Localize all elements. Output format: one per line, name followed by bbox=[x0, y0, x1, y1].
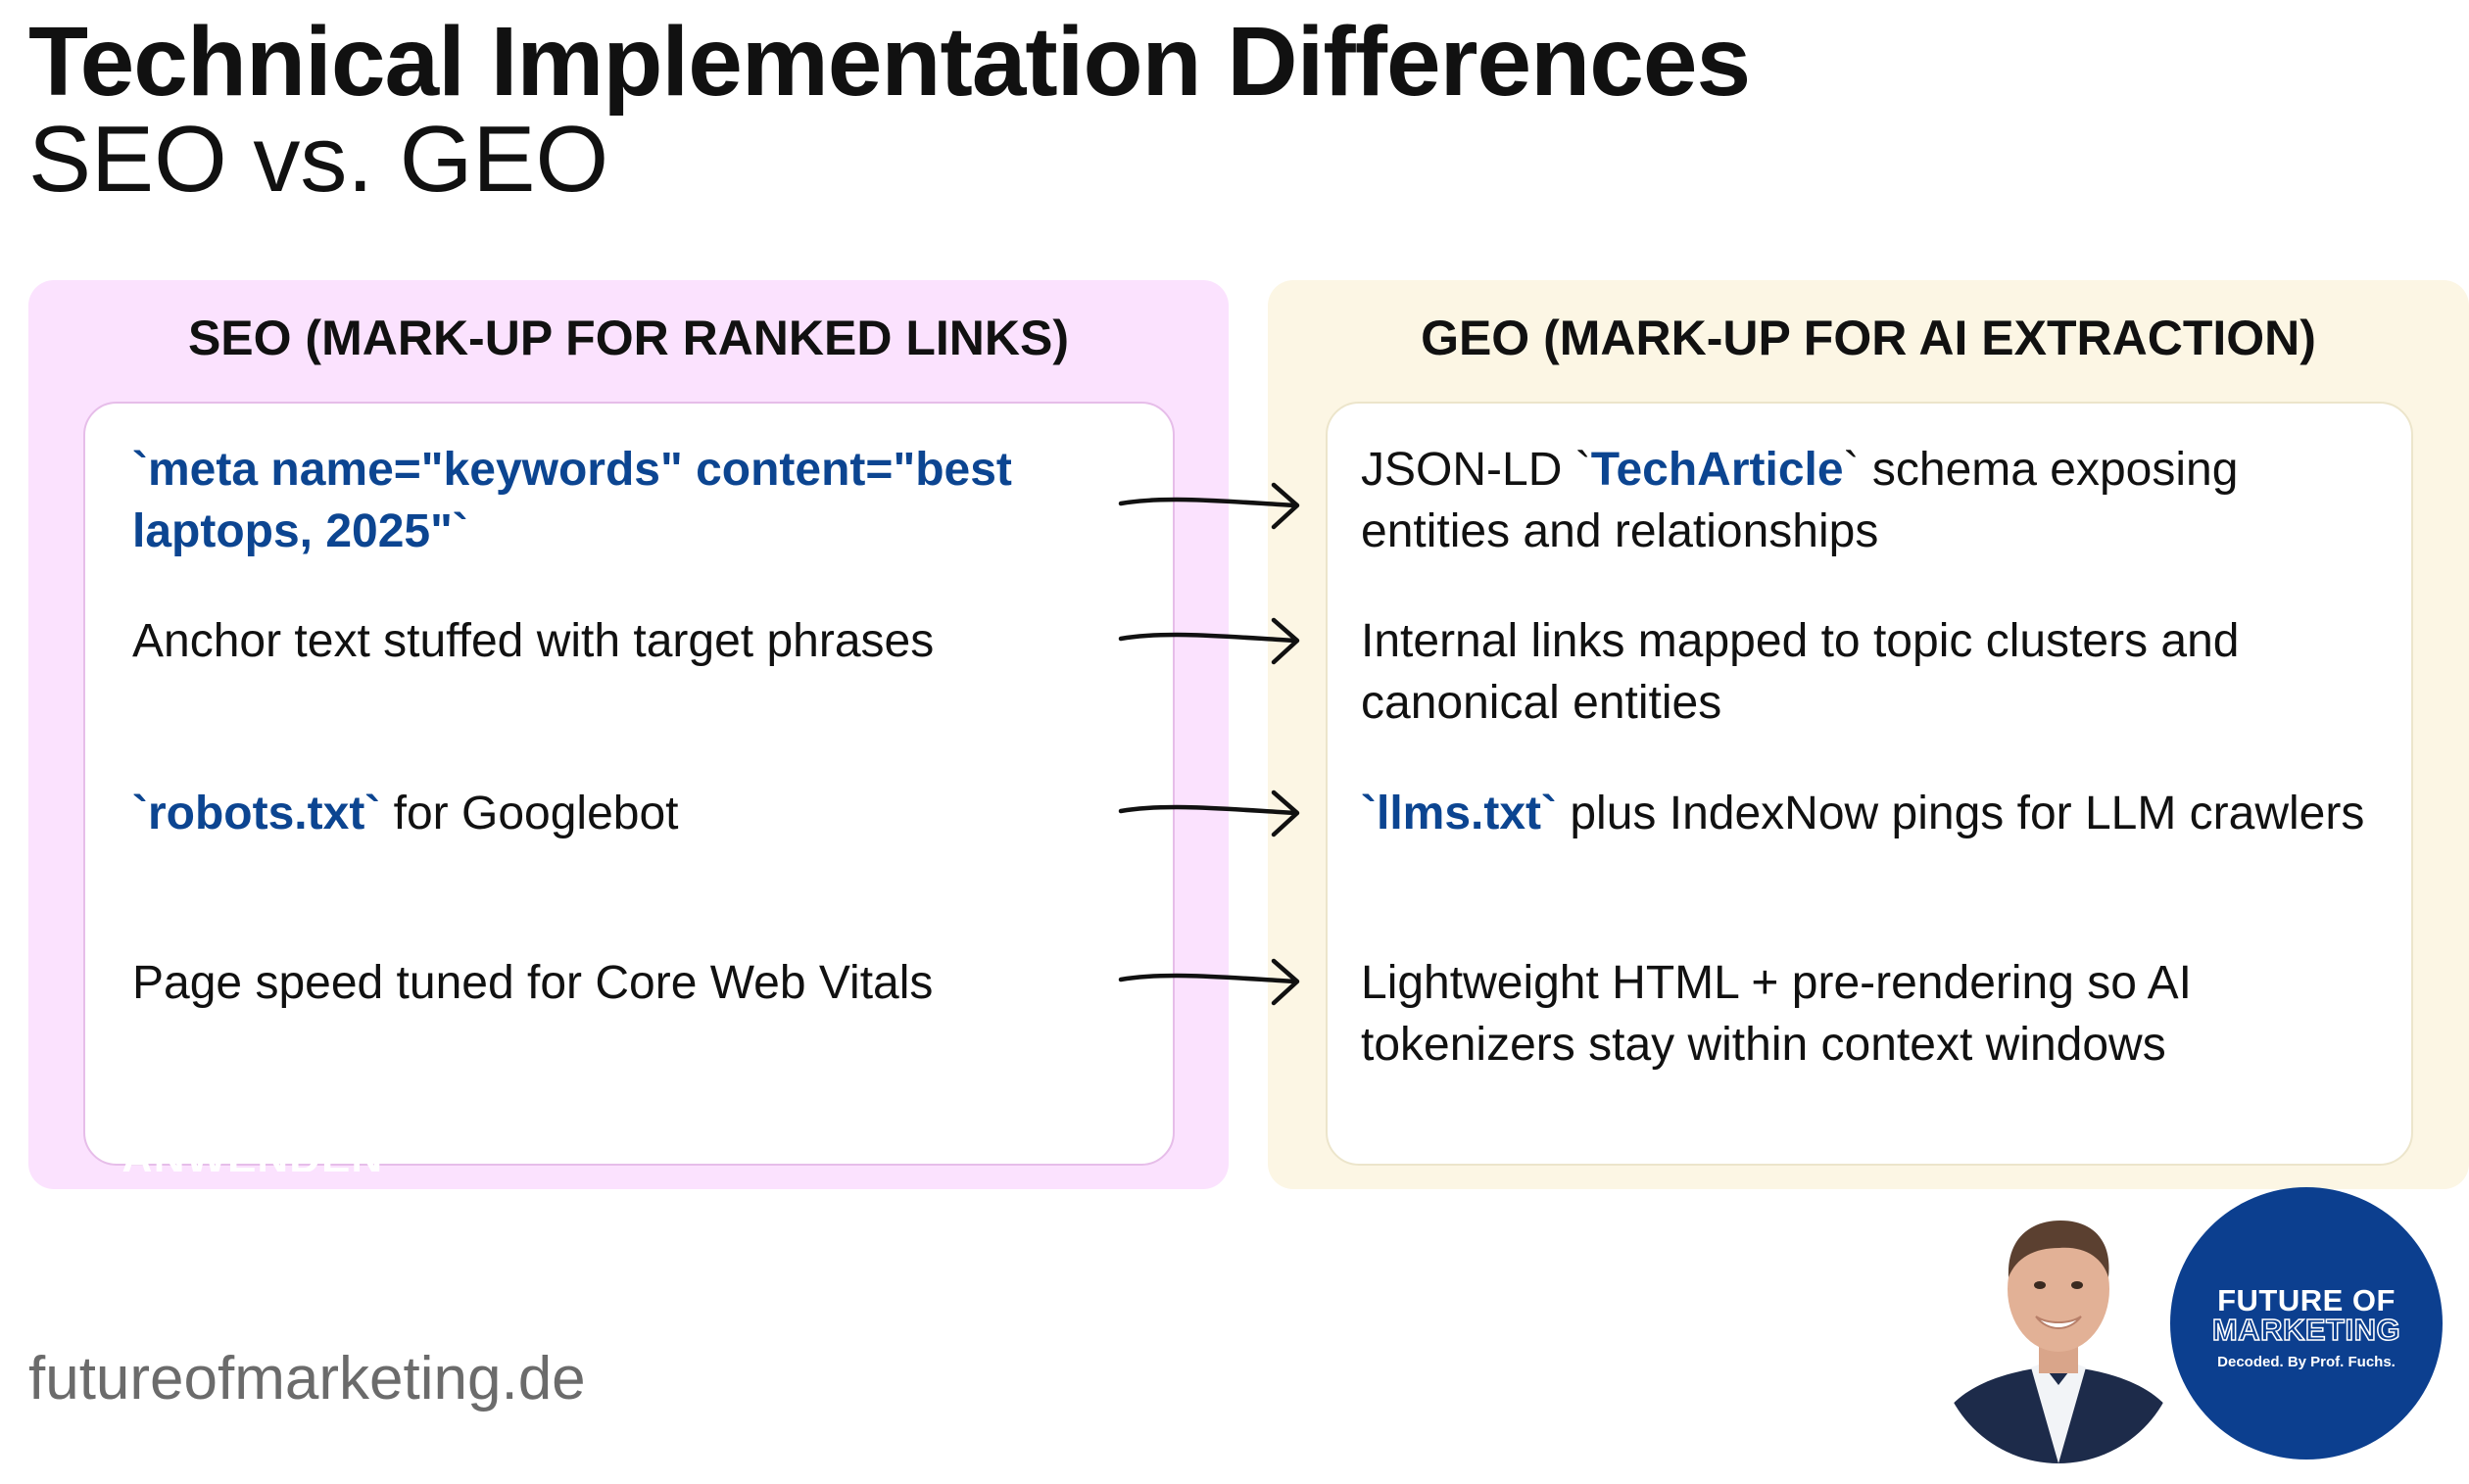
seo-item-3-code: `robots.txt` bbox=[132, 788, 381, 839]
seo-item-3: `robots.txt` for Googlebot bbox=[132, 783, 1134, 844]
geo-item-1-post: ` schema exposing entities and relations… bbox=[1361, 444, 2239, 557]
geo-item-1-pre: JSON-LD ` bbox=[1361, 444, 1591, 496]
footer-url: futureofmarketing.de bbox=[28, 1345, 586, 1412]
seo-item-4-text: Page speed tuned for Core Web Vitals bbox=[132, 957, 934, 1009]
geo-item-4-pre: Lightweight HTML + pre-rendering so AI t… bbox=[1361, 957, 2192, 1071]
watermark-text: ANWENDEN bbox=[121, 1134, 384, 1172]
seo-item-4: Page speed tuned for Core Web Vitals bbox=[132, 952, 1134, 1014]
seo-card: `meta name="keywords" content="best lapt… bbox=[83, 402, 1175, 1166]
seo-item-3-text: for Googlebot bbox=[380, 788, 679, 839]
page-subtitle: SEO vs. GEO bbox=[28, 107, 609, 212]
seo-item-1-code: `meta name="keywords" content="best lapt… bbox=[132, 444, 1012, 557]
right-arrow-icon bbox=[1118, 482, 1300, 530]
geo-item-3-post: plus IndexNow pings for LLM crawlers bbox=[1557, 788, 2365, 839]
geo-item-2: Internal links mapped to topic clusters … bbox=[1361, 610, 2392, 734]
right-arrow-icon bbox=[1118, 790, 1300, 838]
geo-item-2-pre: Internal links mapped to topic clusters … bbox=[1361, 615, 2240, 729]
logo-line-2: MARKETING bbox=[2211, 1312, 2401, 1348]
logo-tagline: Decoded. By Prof. Fuchs. bbox=[2217, 1354, 2396, 1370]
logo-line-1: FUTURE OF bbox=[2217, 1283, 2396, 1317]
seo-panel-heading: SEO (MARK-UP FOR RANKED LINKS) bbox=[187, 311, 1070, 365]
geo-card: JSON-LD `TechArticle` schema exposing en… bbox=[1326, 402, 2413, 1166]
geo-item-3: `llms.txt` plus IndexNow pings for LLM c… bbox=[1361, 783, 2392, 844]
page-title: Technical Implementation Differences bbox=[28, 7, 1751, 117]
geo-item-4: Lightweight HTML + pre-rendering so AI t… bbox=[1361, 952, 2392, 1076]
geo-panel: GEO (MARK-UP FOR AI EXTRACTION) JSON-LD … bbox=[1268, 280, 2469, 1189]
seo-panel: SEO (MARK-UP FOR RANKED LINKS) `meta nam… bbox=[28, 280, 1229, 1189]
avatar bbox=[1938, 1199, 2179, 1463]
geo-panel-heading: GEO (MARK-UP FOR AI EXTRACTION) bbox=[1421, 311, 2316, 365]
geo-item-1-code: TechArticle bbox=[1590, 444, 1844, 496]
right-arrow-icon bbox=[1118, 617, 1300, 665]
seo-item-1: `meta name="keywords" content="best lapt… bbox=[132, 439, 1134, 562]
right-arrow-icon bbox=[1118, 958, 1300, 1006]
brand-logo: FUTURE OF MARKETING Decoded. By Prof. Fu… bbox=[2170, 1187, 2443, 1460]
seo-item-2: Anchor text stuffed with target phrases bbox=[132, 610, 1134, 672]
geo-item-1: JSON-LD `TechArticle` schema exposing en… bbox=[1361, 439, 2392, 562]
geo-item-3-code: `llms.txt` bbox=[1361, 788, 1558, 839]
seo-item-2-text: Anchor text stuffed with target phrases bbox=[132, 615, 935, 667]
